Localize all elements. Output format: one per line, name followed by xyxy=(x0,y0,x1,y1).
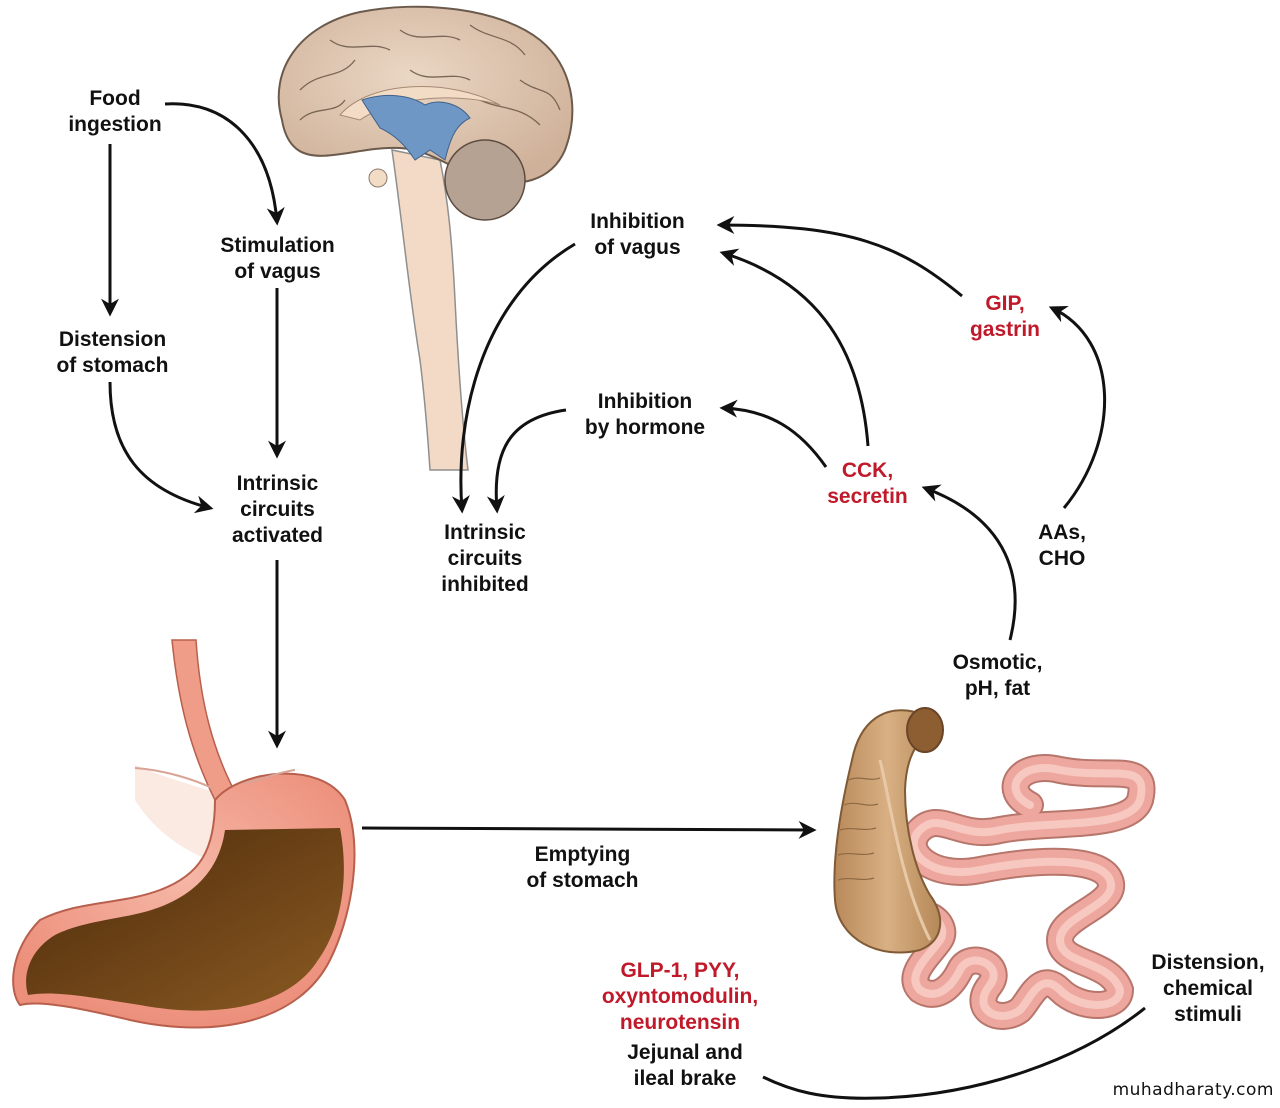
arrow-emptying xyxy=(361,820,817,839)
watermark: muhadharaty.com xyxy=(1112,1080,1274,1100)
arrow-gip-to-inhibition-vagus xyxy=(716,216,963,298)
stomach-illustration xyxy=(12,639,356,1029)
node-inhibition-by-hormone: Inhibition by hormone xyxy=(584,390,706,439)
brain-illustration xyxy=(277,5,574,471)
arrow-osmotic-to-cck xyxy=(921,484,1017,641)
node-inhibition-of-vagus: Inhibition of vagus xyxy=(590,210,685,259)
stomach-content xyxy=(26,828,344,1011)
duodenum-colon xyxy=(833,709,942,954)
node-distension-of-stomach: Distension of stomach xyxy=(56,328,169,377)
arrows xyxy=(101,102,1146,1100)
node-food-ingestion: Food ingestion xyxy=(68,87,162,136)
colon-opening xyxy=(906,707,944,753)
intestines-illustration xyxy=(833,707,1156,1030)
brain-gyri xyxy=(299,24,561,126)
node-cck-secretin: CCK, secretin xyxy=(827,459,908,508)
node-distension-chemical-stimuli: Distension, chemical stimuli xyxy=(1151,951,1265,1026)
arrow-inhibition-hormone-to-intrinsic-inhibited xyxy=(486,408,567,514)
pituitary xyxy=(368,168,388,188)
arrow-cck-to-inhibition-hormone xyxy=(719,399,828,468)
colon-haustra xyxy=(837,759,932,941)
ventricle xyxy=(361,95,471,161)
node-glp1-pyy-oxyntomodulin-neurotensin: GLP-1, PYY, oxyntomodulin, neurotensin xyxy=(601,959,759,1034)
spinal-cord xyxy=(391,149,469,471)
node-aas-cho: AAs, CHO xyxy=(1038,521,1086,570)
arrow-inhibition-vagus-to-intrinsic-inhibited xyxy=(451,242,576,514)
arrow-cck-to-inhibition-vagus xyxy=(719,248,870,447)
arrow-distension-to-brake xyxy=(762,1006,1146,1100)
node-intrinsic-circuits-inhibited: Intrinsic circuits inhibited xyxy=(441,521,529,596)
arrow-distension-to-intrinsic xyxy=(108,381,214,514)
small-intestine xyxy=(899,754,1156,1030)
cerebellum xyxy=(444,139,526,221)
node-intrinsic-circuits-activated: Intrinsic circuits activated xyxy=(231,472,324,547)
node-gip-gastrin: GIP, gastrin xyxy=(969,292,1040,341)
arrow-aas-to-gip xyxy=(1048,306,1107,509)
node-osmotic-ph-fat: Osmotic, pH, fat xyxy=(952,651,1043,700)
arrow-food-to-vagus xyxy=(164,102,285,226)
diaphragm-line xyxy=(134,767,296,789)
node-jejunal-ileal-brake: Jejunal and ileal brake xyxy=(627,1041,743,1090)
node-emptying-of-stomach: Emptying of stomach xyxy=(526,843,639,892)
node-stimulation-of-vagus: Stimulation of vagus xyxy=(220,234,335,283)
